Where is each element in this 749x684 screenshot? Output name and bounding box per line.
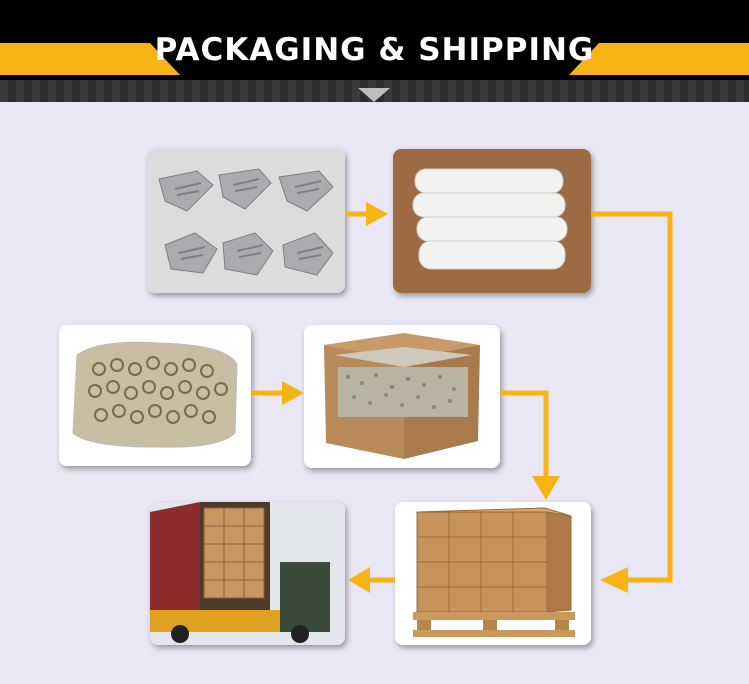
banner-accent-left [0,43,180,75]
photo-metal-parts [147,149,345,293]
header-banner: PACKAGING & SHIPPING [0,0,749,102]
page-title: PACKAGING & SHIPPING [154,32,595,68]
banner-notch [358,88,390,102]
banner-accent-right [569,43,749,75]
photo-open-carton [304,325,500,468]
photo-container-loading [150,502,345,645]
photo-wrapped-parts [393,149,591,293]
photo-bagged-eyelets [59,325,251,466]
photo-palletized-cartons [395,502,591,645]
